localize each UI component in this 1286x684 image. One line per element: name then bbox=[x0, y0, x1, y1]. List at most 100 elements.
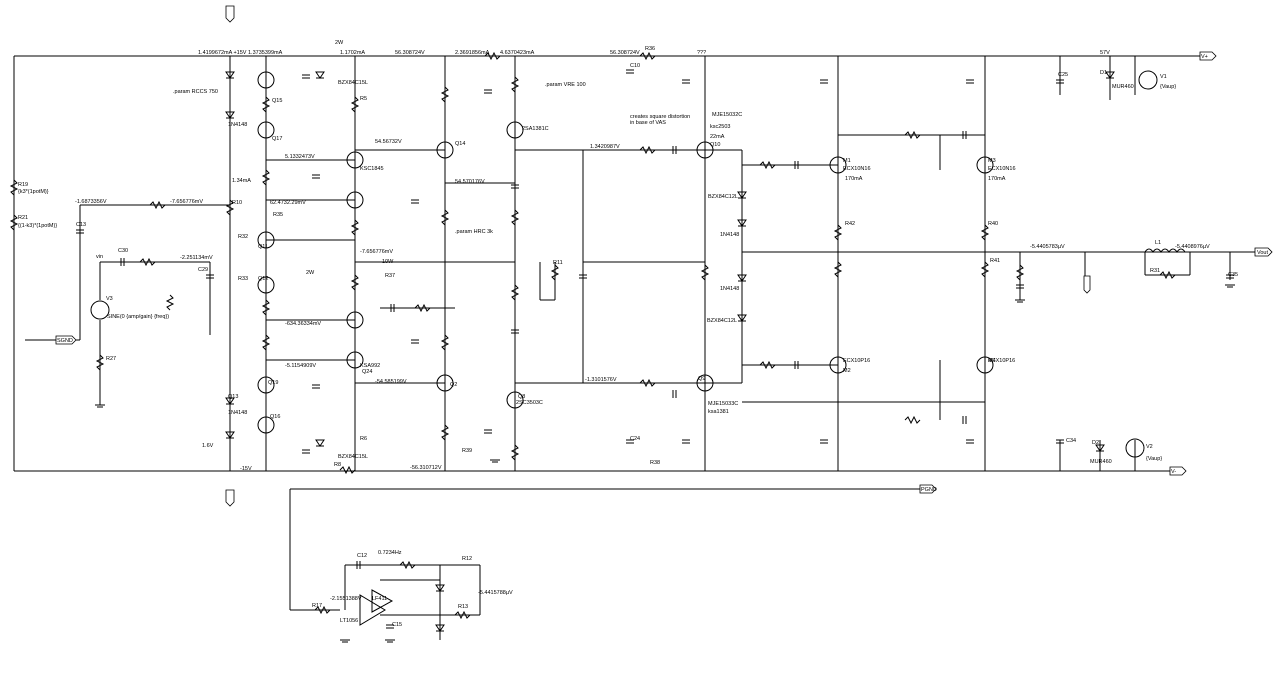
label-v1: -1.6873356V bbox=[75, 199, 107, 205]
label-n4: 4.6370423mA bbox=[500, 50, 535, 56]
label-n2: 56.308724V bbox=[395, 50, 425, 56]
label-note2: in base of VAS bbox=[630, 120, 666, 126]
label-v-gen2: V2 bbox=[1146, 444, 1153, 450]
label-n4148c: 1N4148 bbox=[720, 232, 739, 238]
label-ksc: ksc2503 bbox=[710, 124, 731, 130]
label-sc: 2SC3503C bbox=[516, 400, 543, 406]
label-mur2: MUR460 bbox=[1090, 459, 1112, 465]
label-v2: -7.656776mV bbox=[170, 199, 203, 205]
label-r39: R39 bbox=[462, 448, 472, 454]
label-q24: Q24 bbox=[362, 369, 372, 375]
label-r8: R8 bbox=[334, 462, 341, 468]
label-v-gen1: V1 bbox=[1160, 74, 1167, 80]
label-mje1: MJE15032C bbox=[712, 112, 742, 118]
label-r11: R11 bbox=[553, 260, 563, 266]
label-r31: R31 bbox=[1150, 268, 1160, 274]
label-r35: R35 bbox=[273, 212, 283, 218]
label-v19: -2.1551388V bbox=[330, 596, 362, 602]
label-w10: 10W bbox=[382, 259, 394, 265]
label-c30: C30 bbox=[118, 248, 128, 254]
label-qb: KSC1845 bbox=[360, 166, 384, 172]
label-mje2: MJE15033C bbox=[708, 401, 738, 407]
label-d2: D2 bbox=[1092, 440, 1099, 446]
label-c15: C15 bbox=[392, 622, 402, 628]
label-q10: Q10 bbox=[710, 142, 720, 148]
inductor bbox=[1144, 248, 1186, 253]
label-v5: 62.4732.29mV bbox=[270, 200, 306, 206]
label-vin: vin bbox=[96, 254, 103, 260]
transistors bbox=[257, 71, 994, 434]
label-flag-sgnd: SGND bbox=[57, 338, 73, 344]
label-q14: Q14 bbox=[455, 141, 465, 147]
label-c10: C10 bbox=[630, 63, 640, 69]
label-bzx4: BZX84C12L bbox=[707, 318, 737, 324]
capacitors bbox=[76, 69, 1234, 629]
label-r27: R27 bbox=[106, 356, 116, 362]
label-q8: Q8 bbox=[518, 394, 525, 400]
label-v3: -2.251134mV bbox=[180, 255, 213, 261]
label-ecx1: ECX10N16 bbox=[843, 166, 871, 172]
grounds bbox=[95, 284, 1235, 643]
label-r38: R38 bbox=[650, 460, 660, 466]
label-m3: M3 bbox=[988, 158, 996, 164]
label-q13: Q13 bbox=[228, 394, 238, 400]
label-lf411: LF411 bbox=[372, 596, 387, 602]
label-c24: C24 bbox=[630, 436, 640, 442]
label-r32: R32 bbox=[238, 234, 248, 240]
label-v-left: 1.4199672mA +15V 1.3735399mA bbox=[198, 50, 283, 56]
label-q19: Q19 bbox=[268, 380, 278, 386]
resistors bbox=[9, 51, 1176, 620]
label-bzx2: BZX84C15L bbox=[338, 454, 368, 460]
label-d1: D1 bbox=[1100, 70, 1107, 76]
label-v15: -5.4405783µV bbox=[1030, 244, 1065, 250]
label-n1: 1.1702mA bbox=[340, 50, 365, 56]
label-lt1056: LT1056 bbox=[340, 618, 358, 624]
net-flags bbox=[55, 5, 1273, 507]
label-c13: C13 bbox=[76, 222, 86, 228]
label-vaup2: {Vaup} bbox=[1146, 456, 1162, 462]
label-v16: -5.4408976µV bbox=[1175, 244, 1210, 250]
label-flag-pgnd: PGND bbox=[921, 487, 937, 493]
label-bzx3: BZX84C12L bbox=[708, 194, 738, 200]
sources bbox=[90, 70, 1158, 458]
label-n4148a: 1N4148 bbox=[228, 122, 247, 128]
label-q3mark: ??? bbox=[697, 50, 706, 56]
diodes bbox=[225, 71, 1115, 632]
label-v6: -7.656776mV bbox=[360, 249, 393, 255]
label-r36: R36 bbox=[645, 46, 655, 52]
label-q9: Q9 bbox=[698, 376, 705, 382]
label-r37: R37 bbox=[385, 273, 395, 279]
label-n5: 56.308724V bbox=[610, 50, 640, 56]
label-note: creates square distortion bbox=[630, 114, 690, 120]
label-r6: R6 bbox=[360, 436, 367, 442]
label-v57: 57V bbox=[1100, 50, 1110, 56]
label-r33: R33 bbox=[238, 276, 248, 282]
label-c35: C35 bbox=[1228, 272, 1238, 278]
label-r17: R17 bbox=[312, 603, 322, 609]
label-r40: R40 bbox=[988, 221, 998, 227]
label-i2: 22mA bbox=[710, 134, 725, 140]
label-qa: KSA992 bbox=[360, 363, 380, 369]
label-sa: 2SA1381C bbox=[522, 126, 549, 132]
label-vaup1: {Vaup} bbox=[1160, 84, 1176, 90]
label-ecx3: ECX10P16 bbox=[843, 358, 870, 364]
label-n4148d: 1N4148 bbox=[720, 286, 739, 292]
label-v18: -5.4415788µV bbox=[478, 590, 513, 596]
label-r42: R42 bbox=[845, 221, 855, 227]
opamps bbox=[359, 589, 394, 626]
label-v8: 54.570176V bbox=[455, 179, 485, 185]
label-v4: 5.1332473V bbox=[285, 154, 315, 160]
label-param1: .param RCCS 750 bbox=[173, 89, 218, 95]
label-flag-vout: Vout bbox=[1257, 250, 1268, 256]
label-i3: 170mA bbox=[845, 176, 863, 182]
label-m2: M2 bbox=[843, 368, 851, 374]
label-v-gen3: V3 bbox=[106, 296, 113, 302]
label-r13: R13 bbox=[458, 604, 468, 610]
wires bbox=[13, 55, 1255, 640]
label-r19v: {k3*(1potM)} bbox=[18, 189, 49, 195]
label-ksa: ksa1381 bbox=[708, 409, 729, 415]
label-ecx2: ECX10N16 bbox=[988, 166, 1016, 172]
label-r41: R41 bbox=[990, 258, 1000, 264]
